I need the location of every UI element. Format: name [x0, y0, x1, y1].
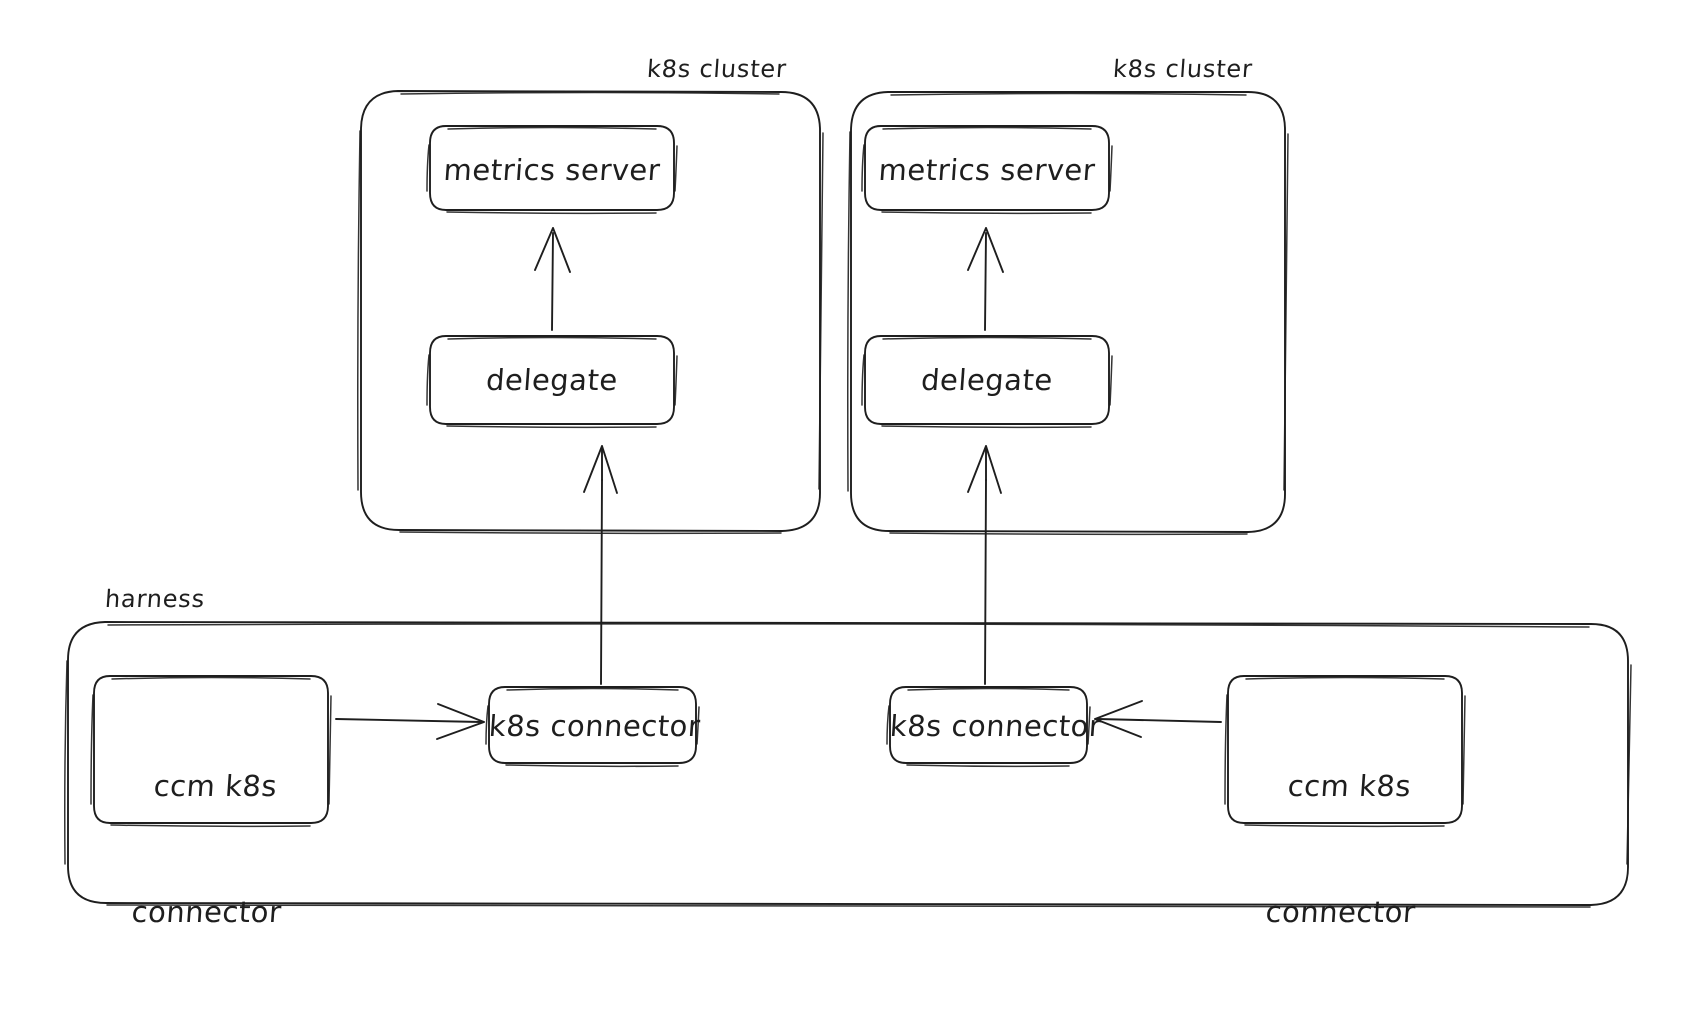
ccm-connector-right-shape: [1224, 675, 1466, 828]
arrow-k8s-connector-left-to-delegate-left: [583, 445, 618, 685]
delegate-right-shape: [861, 335, 1113, 429]
ccm-connector-right-line1: ccm k8s: [1286, 769, 1413, 804]
k8s-connector-right-label: k8s connector: [888, 709, 1103, 743]
ccm-connector-left-label: ccm k8s connector: [82, 681, 340, 1017]
k8s-connector-left-label: k8s connector: [487, 709, 702, 743]
delegate-left-label: delegate: [485, 363, 619, 397]
ccm-connector-left-shape: [90, 675, 332, 828]
ccm-connector-left-line2: connector: [130, 895, 283, 930]
harness-label: harness: [104, 585, 206, 613]
metrics-server-right-label: metrics server: [877, 153, 1097, 187]
arrow-delegate-left-to-metrics-server-left: [534, 227, 571, 331]
metrics-server-left-label: metrics server: [442, 153, 662, 187]
harness-container-shape: [64, 621, 1632, 909]
k8s-connector-right-shape: [886, 686, 1091, 768]
ccm-connector-left-line1: ccm k8s: [152, 769, 279, 804]
delegate-left-shape: [426, 335, 678, 429]
k8s-connector-left-shape: [485, 686, 700, 768]
metrics-server-left-shape: [426, 125, 678, 215]
cluster-left-label: k8s cluster: [646, 55, 788, 83]
metrics-server-right-shape: [861, 125, 1113, 215]
ccm-connector-right-line2: connector: [1264, 895, 1417, 930]
diagram-canvas: k8s cluster k8s cluster harness metrics …: [64, 55, 1632, 930]
cluster-right-label: k8s cluster: [1112, 55, 1254, 83]
cluster-left-container-shape: [357, 90, 824, 535]
arrow-ccm-connector-right-to-k8s-connector-right: [1094, 700, 1222, 738]
arrow-k8s-connector-right-to-delegate-right: [967, 445, 1002, 685]
delegate-right-label: delegate: [920, 363, 1054, 397]
arrow-ccm-connector-left-to-k8s-connector-left: [335, 703, 485, 740]
ccm-connector-right-label: ccm k8s connector: [1216, 681, 1474, 1017]
arrow-delegate-right-to-metrics-server-right: [967, 227, 1004, 331]
cluster-right-container-shape: [847, 91, 1289, 536]
diagram-sketch-layer: [64, 90, 1632, 909]
